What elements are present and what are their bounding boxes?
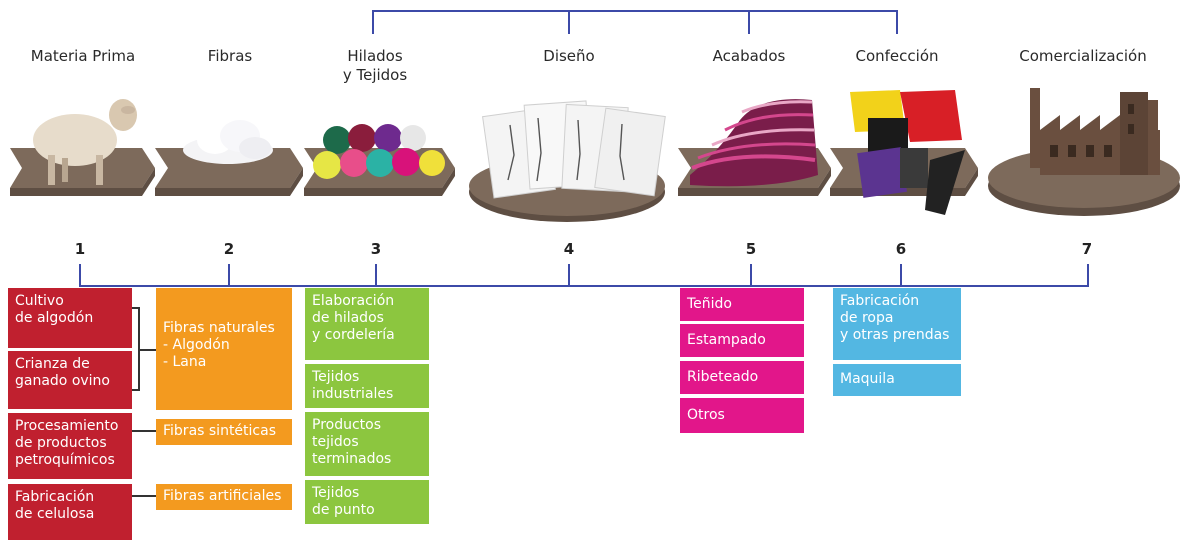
fibras-box-artificiales: Fibras artificiales bbox=[156, 484, 292, 510]
yarn-balls-icon bbox=[313, 124, 445, 179]
stage-number-6: 6 bbox=[895, 240, 907, 258]
acabados-box-tenido: Teñido bbox=[680, 288, 804, 321]
stage-images bbox=[10, 88, 1180, 222]
stage-number-4: 4 bbox=[563, 240, 575, 258]
confeccion-box-maquila: Maquila bbox=[833, 364, 961, 396]
confeccion-box-fabricacion: Fabricación de ropa y otras prendas bbox=[833, 288, 961, 360]
stage-number-5: 5 bbox=[745, 240, 757, 258]
timeline-tick-5 bbox=[750, 264, 752, 287]
materia-bracket-mid bbox=[140, 349, 157, 351]
stage-number-7: 7 bbox=[1081, 240, 1093, 258]
acabados-box-ribeteado: Ribeteado bbox=[680, 361, 804, 394]
acabados-box-otros: Otros bbox=[680, 398, 804, 433]
stage-title-confeccion: Confección bbox=[855, 47, 939, 65]
cotton-icon bbox=[183, 120, 273, 164]
fashion-sketches-icon bbox=[482, 100, 666, 199]
stage-title-hilados: Hilados y Tejidos bbox=[342, 47, 408, 84]
timeline-tick-6 bbox=[900, 264, 902, 287]
timeline-tick-7 bbox=[1087, 264, 1089, 287]
petro-connector bbox=[132, 430, 157, 432]
stage-title-diseno: Diseño bbox=[543, 47, 595, 65]
acabados-box-estampado: Estampado bbox=[680, 324, 804, 357]
stage-title-comercializacion: Comercialización bbox=[1019, 47, 1147, 65]
top-bracket-tick-3 bbox=[372, 10, 374, 34]
top-bracket-tick-5 bbox=[748, 10, 750, 34]
factory-icon bbox=[1030, 88, 1160, 175]
timeline-tick-3 bbox=[375, 264, 377, 287]
materia-box-ovino: Crianza de ganado ovino bbox=[8, 351, 132, 409]
top-bracket-tick-4 bbox=[568, 10, 570, 34]
sheep-icon bbox=[33, 99, 137, 185]
stage-number-2: 2 bbox=[223, 240, 235, 258]
hilados-box-elaboracion: Elaboración de hilados y cordelería bbox=[305, 288, 429, 360]
hilados-box-productos: Productos tejidos terminados bbox=[305, 412, 429, 476]
hilados-box-punto: Tejidos de punto bbox=[305, 480, 429, 524]
top-bracket-tick-6 bbox=[896, 10, 898, 34]
timeline-line bbox=[79, 285, 1089, 287]
clothing-icon bbox=[850, 90, 965, 215]
materia-box-celulosa: Fabricación de celulosa bbox=[8, 484, 132, 540]
timeline-tick-2 bbox=[228, 264, 230, 287]
timeline-tick-4 bbox=[568, 264, 570, 287]
stage-number-1: 1 bbox=[74, 240, 86, 258]
hilados-box-industriales: Tejidos industriales bbox=[305, 364, 429, 408]
timeline-tick-1 bbox=[79, 264, 81, 287]
celulosa-connector bbox=[132, 495, 157, 497]
stage-number-3: 3 bbox=[370, 240, 382, 258]
stage-title-materia-prima: Materia Prima bbox=[30, 47, 136, 65]
fibras-box-sinteticas: Fibras sintéticas bbox=[156, 419, 292, 445]
materia-bracket-top bbox=[132, 307, 140, 309]
top-bracket-horizontal bbox=[372, 10, 897, 12]
striped-fabric-icon bbox=[690, 99, 818, 187]
materia-bracket-bottom bbox=[132, 389, 140, 391]
stage-title-fibras: Fibras bbox=[207, 47, 253, 65]
stage-title-acabados: Acabados bbox=[712, 47, 786, 65]
materia-box-petroquimicos: Procesamiento de productos petroquímicos bbox=[8, 413, 132, 479]
materia-box-algodon: Cultivo de algodón bbox=[8, 288, 132, 348]
fibras-box-naturales: Fibras naturales - Algodón - Lana bbox=[156, 288, 292, 410]
materia-bracket-vertical bbox=[138, 307, 140, 391]
